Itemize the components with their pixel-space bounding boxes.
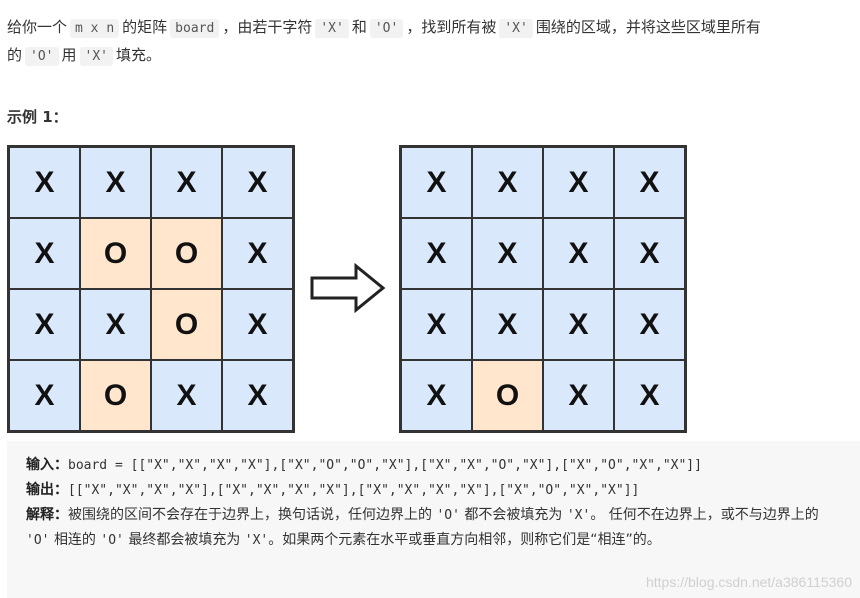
- explanation-label: 解释：: [26, 507, 68, 523]
- grid-cell: X: [543, 147, 614, 218]
- grid-cell: O: [80, 218, 151, 289]
- example-explanation-block: 输入：board = [["X","X","X","X"],["X","O","…: [7, 441, 860, 598]
- inline-code-mxn: m x n: [70, 19, 120, 38]
- inline-code-o: 'O': [26, 533, 50, 548]
- grid-cell: X: [472, 147, 543, 218]
- inline-code-o: 'O': [369, 19, 404, 38]
- grid-cell: O: [80, 360, 151, 431]
- input-value: board = [["X","X","X","X"],["X","O","O",…: [68, 458, 702, 473]
- output-line: 输出：[["X","X","X","X"],["X","X","X","X"],…: [26, 478, 841, 503]
- inline-code-x: 'X': [315, 19, 349, 38]
- inline-code-x: 'X': [499, 19, 533, 38]
- inline-code-x: 'X': [79, 47, 113, 66]
- grid-cell: X: [614, 218, 685, 289]
- grid-cell: X: [472, 289, 543, 360]
- grid-cell: X: [401, 360, 472, 431]
- right-arrow-icon: [310, 263, 386, 313]
- grid-cell: X: [401, 218, 472, 289]
- inline-code-o: 'O': [25, 47, 59, 66]
- grid-cell: X: [614, 360, 685, 431]
- grid-cell: X: [222, 147, 293, 218]
- grid-cell: X: [80, 289, 151, 360]
- grid-cell: O: [151, 289, 222, 360]
- output-value: [["X","X","X","X"],["X","X","X","X"],["X…: [68, 483, 640, 498]
- grid-cell: X: [472, 218, 543, 289]
- grid-cell: X: [222, 218, 293, 289]
- example-title: 示例 1：: [7, 108, 68, 126]
- grid-cell: X: [614, 147, 685, 218]
- output-label: 输出：: [26, 482, 68, 498]
- inline-code-board: board: [170, 19, 220, 38]
- explanation-line: 解释：被围绕的区间不会存在于边界上，换句话说，任何边界上的 'O' 都不会被填充…: [26, 507, 819, 548]
- input-label: 输入：: [26, 457, 68, 473]
- watermark: https://blog.csdn.net/a386115360: [645, 574, 852, 590]
- grid-cell: X: [222, 360, 293, 431]
- grid-cell: X: [401, 289, 472, 360]
- grid-cell: X: [9, 218, 80, 289]
- grid-cell: X: [614, 289, 685, 360]
- grid-cell: X: [222, 289, 293, 360]
- grid-cell: X: [9, 147, 80, 218]
- input-line: 输入：board = [["X","X","X","X"],["X","O","…: [26, 453, 841, 478]
- grid-cell: X: [401, 147, 472, 218]
- grid-cell: X: [80, 147, 151, 218]
- grid-cell: X: [9, 360, 80, 431]
- grid-cell: X: [543, 289, 614, 360]
- grid-cell: X: [543, 218, 614, 289]
- inline-code-x: 'X': [244, 533, 269, 548]
- grid-cell: X: [543, 360, 614, 431]
- inline-code-o: 'O': [436, 508, 460, 523]
- grid-cell: X: [151, 147, 222, 218]
- grid-cell: O: [472, 360, 543, 431]
- grid-cell: X: [9, 289, 80, 360]
- inline-code-x: 'X': [566, 508, 591, 523]
- inline-code-o: 'O': [100, 533, 124, 548]
- grid-cell: O: [151, 218, 222, 289]
- grid-cell: X: [151, 360, 222, 431]
